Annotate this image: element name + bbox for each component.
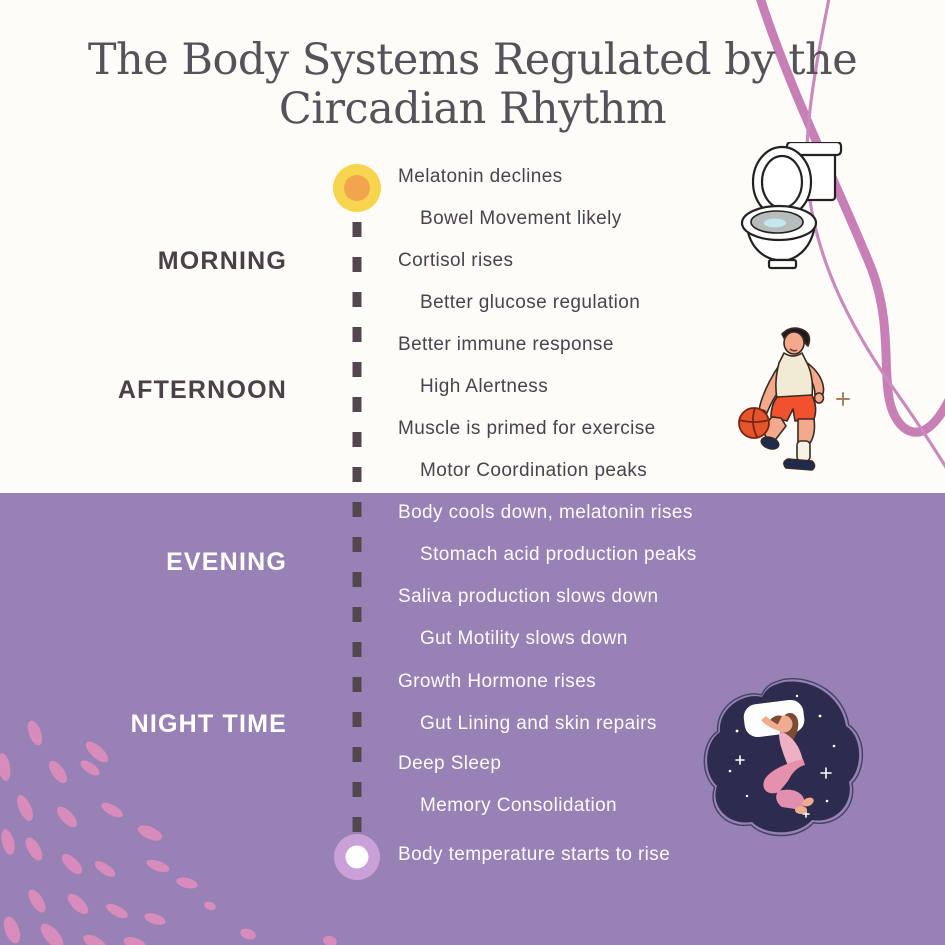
timeline-item: Motor Coordination peaks	[420, 460, 648, 481]
timeline-item: Melatonin declines	[398, 166, 563, 187]
toilet-icon	[740, 142, 843, 270]
section-label-evening: EVENING	[166, 548, 287, 576]
timeline-item: Stomach acid production peaks	[420, 544, 697, 565]
timeline-item: Gut Lining and skin repairs	[420, 713, 657, 734]
title-line-2: Circadian Rhythm	[278, 84, 667, 134]
section-label-night: NIGHT TIME	[130, 710, 287, 738]
basketball-player-icon	[738, 327, 825, 471]
timeline-item: Better glucose regulation	[420, 292, 641, 313]
sun-node	[333, 164, 381, 212]
timeline-item: Bowel Movement likely	[420, 208, 622, 229]
timeline-item: Memory Consolidation	[420, 795, 618, 816]
sparkle-icon	[836, 392, 850, 406]
page-title: The Body Systems Regulated by the Circad…	[0, 36, 945, 134]
title-line-1: The Body Systems Regulated by the	[87, 35, 858, 85]
section-label-morning: MORNING	[157, 247, 287, 275]
timeline-item: Gut Motility slows down	[420, 628, 628, 649]
timeline-item: Body cools down, melatonin rises	[398, 502, 693, 523]
timeline-item: Deep Sleep	[398, 753, 502, 774]
timeline-item: Better immune response	[398, 334, 614, 355]
timeline-item: Muscle is primed for exercise	[398, 418, 656, 439]
timeline-item: Body temperature starts to rise	[398, 844, 671, 865]
section-label-afternoon: AFTERNOON	[117, 376, 287, 404]
timeline-item: Saliva production slows down	[398, 586, 659, 607]
timeline-item: Cortisol rises	[398, 250, 514, 271]
timeline-item: Growth Hormone rises	[398, 671, 597, 692]
timeline-item: High Alertness	[420, 376, 549, 397]
